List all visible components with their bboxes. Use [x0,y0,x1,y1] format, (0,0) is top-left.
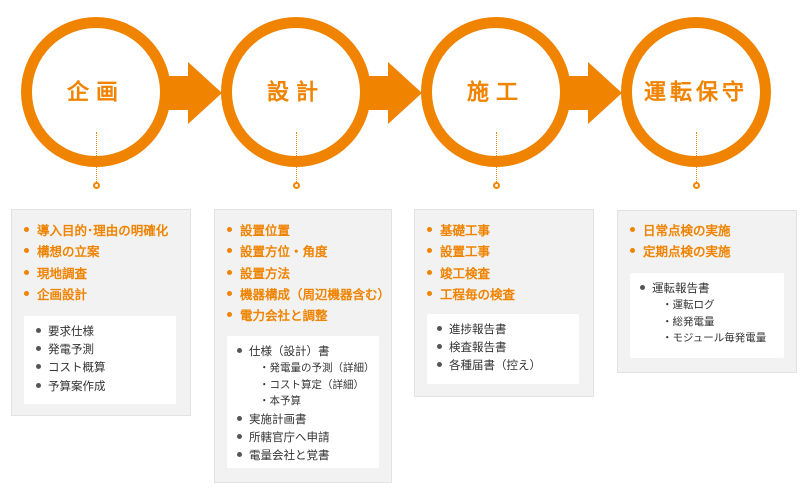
connector-line [696,132,697,182]
deliverable-item: 要求仕様 [34,322,176,340]
deliverables-list: 仕様（設計）書 発電量の予測（詳細） コスト算定（詳細） 本予算 実施計画書 所… [235,342,379,465]
deliverable-subitem: 発電量の予測（詳細） [259,360,379,377]
connector-dot [93,182,100,189]
key-point: 企画設計 [24,284,168,305]
connector-dot [493,182,500,189]
deliverables-list: 進捗報告書 検査報告書 各種届書（控え） [435,320,579,375]
deliverable-sublist: 発電量の予測（詳細） コスト算定（詳細） 本予算 [249,360,379,410]
key-points-construction: 基礎工事 設置工事 竣工検査 工程毎の検査 [427,220,515,305]
key-point: 機器構成（周辺機器含む） [227,284,390,305]
deliverable-subitem: モジュール毎発電量 [662,330,784,347]
deliverable-item: 検査報告書 [435,338,579,356]
deliverable-item: 所轄官庁へ申請 [235,428,379,446]
deliverable-item: 電量会社と覚書 [235,446,379,464]
stage-title-planning: 企画 [66,80,125,106]
deliverables-box-construction: 進捗報告書 検査報告書 各種届書（控え） [427,314,579,384]
deliverables-list: 要求仕様 発電予測 コスト概算 予算案作成 [34,322,176,395]
connector-dot [693,182,700,189]
deliverable-item: 運転報告書 運転ログ 総発電量 モジュール毎発電量 [638,279,784,347]
deliverable-item: コスト概算 [34,358,176,376]
deliverable-sublist: 運転ログ 総発電量 モジュール毎発電量 [652,297,784,347]
key-point: 設置方法 [227,263,390,284]
key-points-planning: 導入目的･理由の明確化 構想の立案 現地調査 企画設計 [24,220,168,305]
key-point: 竣工検査 [427,263,515,284]
deliverable-label: 運転報告書 [652,281,710,295]
deliverable-item: 実施計画書 [235,410,379,428]
deliverable-subitem: コスト算定（詳細） [259,377,379,394]
stage-panel-operation: 日常点検の実施 定期点検の実施 運転報告書 運転ログ 総発電量 モジュール毎発電… [617,210,797,373]
key-points-operation: 日常点検の実施 定期点検の実施 [630,220,731,263]
key-point: 電力会社と調整 [227,305,390,326]
deliverables-list: 運転報告書 運転ログ 総発電量 モジュール毎発電量 [638,279,784,347]
deliverable-item: 進捗報告書 [435,320,579,338]
key-point: 基礎工事 [427,220,515,241]
deliverables-box-planning: 要求仕様 発電予測 コスト概算 予算案作成 [24,316,176,404]
deliverable-item: 発電予測 [34,340,176,358]
key-point: 工程毎の検査 [427,284,515,305]
stage-panel-construction: 基礎工事 設置工事 竣工検査 工程毎の検査 進捗報告書 検査報告書 各種届書（控… [414,209,594,397]
stage-title-design: 設計 [266,80,325,106]
stage-title-construction: 施工 [466,80,525,106]
deliverable-item: 予算案作成 [34,377,176,395]
deliverable-subitem: 総発電量 [662,314,784,331]
deliverable-subitem: 運転ログ [662,297,784,314]
connector-line [96,132,97,182]
key-point: 日常点検の実施 [630,220,731,241]
deliverable-label: 仕様（設計）書 [249,344,330,358]
key-point: 現地調査 [24,263,168,284]
key-point: 設置方位・角度 [227,241,390,262]
deliverables-box-design: 仕様（設計）書 発電量の予測（詳細） コスト算定（詳細） 本予算 実施計画書 所… [227,336,379,468]
key-point: 定期点検の実施 [630,241,731,262]
deliverables-box-operation: 運転報告書 運転ログ 総発電量 モジュール毎発電量 [630,273,784,358]
connector-line [296,132,297,182]
connector-line [496,132,497,182]
deliverable-item: 仕様（設計）書 発電量の予測（詳細） コスト算定（詳細） 本予算 [235,342,379,410]
key-point: 設置位置 [227,220,390,241]
key-point: 導入目的･理由の明確化 [24,220,168,241]
key-points-design: 設置位置 設置方位・角度 設置方法 機器構成（周辺機器含む） 電力会社と調整 [227,220,390,326]
connector-dot [293,182,300,189]
key-point: 設置工事 [427,241,515,262]
deliverable-item: 各種届書（控え） [435,356,579,374]
stage-panel-planning: 導入目的･理由の明確化 構想の立案 現地調査 企画設計 要求仕様 発電予測 コス… [11,209,191,416]
stage-panel-design: 設置位置 設置方位・角度 設置方法 機器構成（周辺機器含む） 電力会社と調整 仕… [214,209,392,483]
deliverable-subitem: 本予算 [259,393,379,410]
stage-title-operation: 運転保守 [643,80,748,106]
key-point: 構想の立案 [24,241,168,262]
